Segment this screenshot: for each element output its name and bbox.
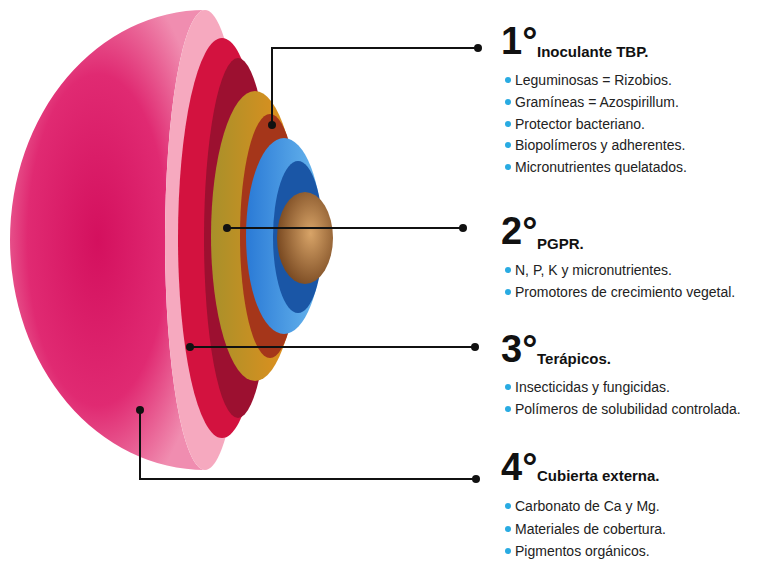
leader-line — [227, 227, 463, 229]
leader-line — [272, 48, 478, 125]
callout-number: 4° — [501, 448, 537, 486]
bullet-item: Carbonato de Ca y Mg. — [505, 497, 660, 515]
callout-number: 2° — [501, 212, 537, 250]
leader-dots — [136, 44, 482, 483]
bullet-item: Polímeros de solubilidad controlada. — [505, 400, 741, 418]
leader-dot — [223, 224, 231, 232]
seed-core — [277, 192, 333, 284]
bullet-item: N, P, K y micronutrientes. — [505, 261, 672, 279]
bullet-item: Materiales de cobertura. — [505, 520, 666, 538]
bullet-item: Biopolímeros y adherentes. — [505, 136, 685, 154]
bullet-item: Protector bacteriano. — [505, 115, 645, 133]
bullet-item: Leguminosas = Rizobios. — [505, 71, 672, 89]
leader-lines — [140, 48, 478, 479]
leader-dot — [474, 44, 482, 52]
leader-dot — [136, 406, 144, 414]
bullet-item: Promotores de crecimiento vegetal. — [505, 283, 735, 301]
leader-dot — [186, 343, 194, 351]
callout-heading: Inoculante TBP. — [537, 44, 648, 59]
bullet-item: Pigmentos orgánicos. — [505, 542, 650, 560]
callout-number: 1° — [501, 22, 537, 60]
leader-dot — [471, 343, 479, 351]
callout-heading: Cubierta externa. — [537, 468, 660, 483]
leader-line — [190, 346, 475, 348]
callout-number: 3° — [501, 330, 537, 368]
callout-heading: PGPR. — [537, 236, 584, 251]
bullet-item: Insecticidas y fungicidas. — [505, 378, 670, 396]
leader-line — [140, 410, 476, 479]
leader-dot — [459, 224, 467, 232]
leader-dot — [472, 475, 480, 483]
callout-heading: Terápicos. — [537, 351, 611, 366]
bullet-item: Micronutrientes quelatados. — [505, 158, 687, 176]
bullet-item: Gramíneas = Azospirillum. — [505, 93, 679, 111]
leader-dot — [268, 121, 276, 129]
